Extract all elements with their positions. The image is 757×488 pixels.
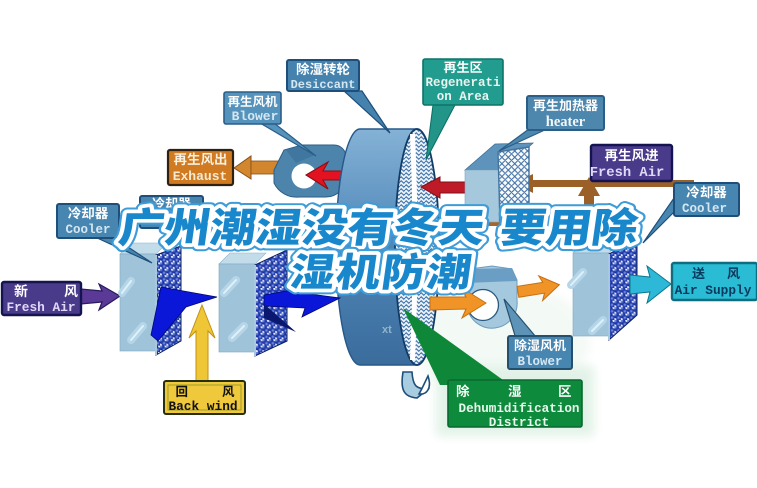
svg-text:on Area: on Area [437, 90, 490, 104]
svg-text:Cooler: Cooler [682, 202, 727, 216]
svg-text:Fresh Air: Fresh Air [590, 165, 665, 181]
svg-text:Blower: Blower [232, 109, 279, 124]
svg-text:Desiccant: Desiccant [291, 78, 356, 92]
svg-text:Blower: Blower [517, 355, 562, 369]
svg-text:District: District [489, 416, 549, 430]
svg-text:Fresh Air: Fresh Air [6, 300, 75, 315]
svg-text:Exhaust: Exhaust [173, 169, 228, 184]
svg-text:Dehumidification: Dehumidification [459, 402, 580, 416]
svg-text:Regenerati: Regenerati [425, 76, 500, 90]
svg-text:Back wind: Back wind [168, 399, 237, 414]
svg-text:Cooler: Cooler [65, 223, 110, 237]
svg-text:heater: heater [546, 114, 586, 130]
svg-text:Air Supply: Air Supply [675, 283, 752, 298]
svg-text:xt: xt [382, 324, 392, 336]
